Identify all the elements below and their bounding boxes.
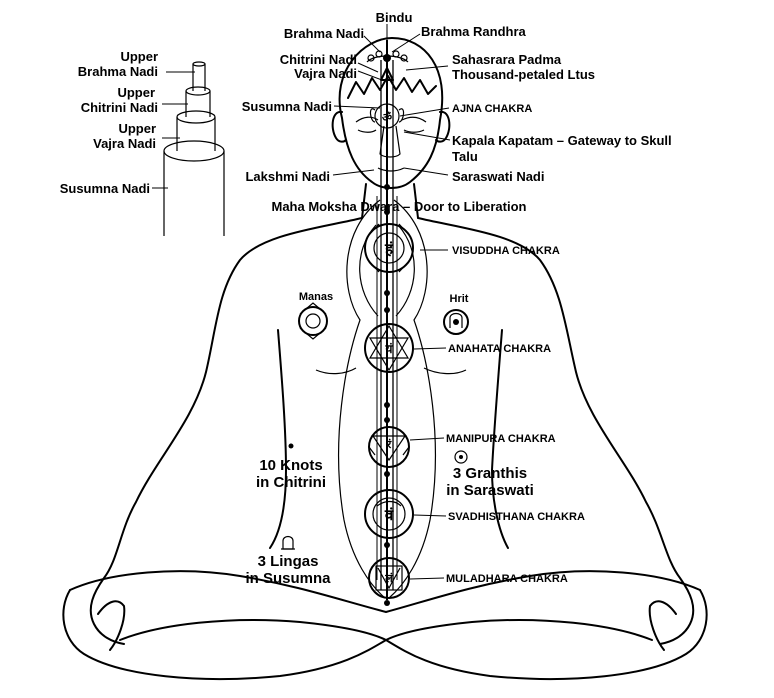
inset-upper-vajra-label-1: Upper [118,121,156,136]
knot-marker [288,443,294,449]
linga-marker [281,535,295,550]
anahata-syllable: यं [385,342,394,356]
vajra-nadi-label: Vajra Nadi [294,66,357,81]
susumna-nadi-label: Susumna Nadi [242,99,332,114]
lingas-label-2: in Susumna [245,570,331,587]
anahata-chakra-label: ANAHATA CHAKRA [448,343,551,355]
kapala-kapatam-label: Kapala Kapatam – Gateway to Skull [452,133,672,148]
manipura-syllable: रं [386,438,392,451]
labels: Bindu Brahma Nadi Brahma Randhra Chitrin… [242,10,672,587]
ajna-syllable: ॐ [382,111,392,124]
chitrini-knots [383,54,391,606]
manipura-chakra: रं [368,426,410,468]
svadhisthana-chakra-label: SVADHISTHANA CHAKRA [448,511,585,523]
lingas-label-1: 3 Lingas [258,553,319,570]
nadi-tube-inset [152,61,225,236]
visuddha-chakra: हं [364,223,414,273]
inset-upper-brahma-label-2: Brahma Nadi [78,64,158,79]
knots-label-2: in Chitrini [256,474,326,491]
visuddha-syllable: हं [384,241,394,258]
saraswati-nadi-label: Saraswati Nadi [452,169,545,184]
brahma-randhra-label: Brahma Randhra [421,24,527,39]
anahata-chakra: यं [364,323,414,373]
inset-susumna-label: Susumna Nadi [60,181,150,196]
chitrini-nadi-label: Chitrini Nadi [280,52,357,67]
sahasrara-crown [366,50,409,81]
inset-labels: Upper Brahma Nadi Upper Chitrini Nadi Up… [60,49,158,196]
inset-upper-chitrini-label-2: Chitrini Nadi [81,100,158,115]
manas-symbol [298,302,328,340]
knots-label-1: 10 Knots [259,457,322,474]
muladhara-chakra-label: MULADHARA CHAKRA [446,573,568,585]
granthi-marker [454,450,468,464]
inset-upper-vajra-label-2: Vajra Nadi [93,136,156,151]
muladhara-syllable: लं [384,572,393,585]
leader-lines [332,24,451,580]
talu-label: Talu [452,149,478,164]
inset-upper-chitrini-label-1: Upper [117,85,155,100]
inset-upper-brahma-label-1: Upper [120,49,158,64]
granthis-label-2: in Saraswati [446,482,534,499]
lakshmi-nadi-label: Lakshmi Nadi [245,169,330,184]
ajna-chakra: ॐ [369,103,405,129]
visuddha-chakra-label: VISUDDHA CHAKRA [452,245,560,257]
bindu-label: Bindu [376,10,413,25]
maha-moksha-label: Maha Moksha Dwara – Door to Liberation [272,199,527,214]
svadhisthana-syllable: वं [384,507,394,524]
sahasrara-label-1: Sahasrara Padma [452,52,562,67]
hrit-symbol [443,309,469,335]
manas-label: Manas [299,291,333,303]
sahasrara-label-2: Thousand-petaled Ltus [452,67,595,82]
granthis-label-1: 3 Granthis [453,465,527,482]
svadhisthana-chakra: वं [364,489,414,539]
hrit-label: Hrit [450,293,469,305]
ajna-chakra-label: AJNA CHAKRA [452,103,532,115]
manipura-chakra-label: MANIPURA CHAKRA [446,433,556,445]
muladhara-chakra: लं [368,557,410,599]
brahma-nadi-label: Brahma Nadi [284,26,364,41]
